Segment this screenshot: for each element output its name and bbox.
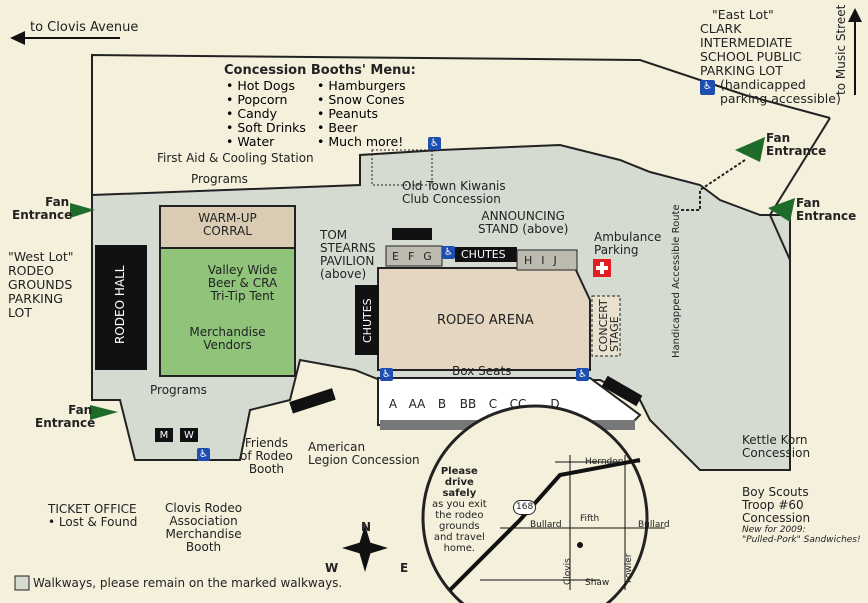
chutes-label-top: CHUTES xyxy=(461,248,506,261)
seat-section: BB xyxy=(459,396,477,411)
menu-col-2: • Hamburgers • Snow Cones • Peanuts • Be… xyxy=(317,79,406,149)
seat-section: CC xyxy=(509,396,527,411)
menu-title: Concession Booths' Menu: xyxy=(224,63,416,78)
fan-entrance-arrow-icon-west xyxy=(70,203,95,218)
fan-entrance-arrow-icon-sw xyxy=(90,405,118,420)
east-path xyxy=(680,159,746,211)
menu-item: • Popcorn xyxy=(226,92,288,107)
seat-section: A xyxy=(388,396,398,411)
seat-section: B xyxy=(437,396,447,411)
gates-left-label: EFG xyxy=(392,250,441,263)
menu-item: • Candy xyxy=(226,106,278,121)
menu-item: • Hamburgers xyxy=(317,78,406,93)
seat-section: D xyxy=(550,396,560,411)
handicap-icon: ♿ xyxy=(380,368,393,381)
handicap-icon: ♿ xyxy=(428,137,441,150)
menu-item: • Beer xyxy=(317,120,358,135)
programs-label-north: Programs xyxy=(191,172,248,186)
legend-swatch xyxy=(14,575,30,591)
fan-entrance-arrow-icon-e xyxy=(768,198,795,222)
fence-east xyxy=(768,117,831,261)
bleachers-top xyxy=(371,149,433,186)
inset-fifth: Fifth xyxy=(580,514,600,524)
concert-stage-box xyxy=(591,295,621,357)
inset-shaw: Shaw xyxy=(585,578,610,588)
inset-marker xyxy=(577,542,583,548)
handicap-icon: ♿ xyxy=(700,80,715,95)
programs-label-south: Programs xyxy=(150,383,207,397)
rodeo-hall-label: RODEO HALL xyxy=(113,265,127,344)
arena-label: RODEO ARENA xyxy=(437,313,534,328)
west-road-label: to Clovis Avenue xyxy=(30,20,139,35)
inset-road-168 xyxy=(448,458,641,592)
menu-item: • Water xyxy=(226,134,275,149)
handicap-icon: ♿ xyxy=(197,448,210,461)
restroom-icon: W xyxy=(180,428,198,442)
east-lot-label: "East Lot" CLARK INTERMEDIATE SCHOOL PUB… xyxy=(700,7,841,106)
inset-bullard-e: Bullard xyxy=(638,520,670,530)
seat-section: C xyxy=(488,396,498,411)
menu-col-1: • Hot Dogs • Popcorn • Candy • Soft Drin… xyxy=(226,79,306,149)
inset-herndon: Herndon xyxy=(585,457,624,467)
legion-stand xyxy=(289,388,336,414)
inset-bullard-w: Bullard xyxy=(530,520,562,530)
menu-item: • Peanuts xyxy=(317,106,379,121)
west-lot-label: "West Lot" RODEO GROUNDS PARKING LOT xyxy=(8,249,74,320)
arrow-up-icon xyxy=(848,8,862,22)
gates-right-block xyxy=(516,249,578,271)
menu-item: • Soft Drinks xyxy=(226,120,306,135)
menu-item: • Hot Dogs xyxy=(226,78,296,93)
gates-right-label: HIJ xyxy=(524,254,566,267)
chutes-label-left: CHUTES xyxy=(361,298,374,343)
kettle-stand xyxy=(601,375,643,407)
arrow-left-icon xyxy=(10,31,25,45)
handicap-icon: ♿ xyxy=(442,246,455,259)
seat-section: AA xyxy=(408,396,426,411)
kiwanis-stand xyxy=(392,228,432,240)
compass-w: W xyxy=(325,561,339,575)
handicap-icon: ♿ xyxy=(576,368,589,381)
ticket-office-label: TICKET OFFICE• Lost & Found xyxy=(48,502,138,529)
fan-entrance-arrow-icon-ne xyxy=(735,137,765,162)
rodeo-hall-block xyxy=(95,245,147,370)
compass-e: E xyxy=(400,561,409,575)
compass-icon xyxy=(342,525,388,572)
menu-item: • Much more! xyxy=(317,134,404,149)
menu-item: • Snow Cones xyxy=(317,92,405,107)
restroom-icon: M xyxy=(155,428,173,442)
top-chutes-block xyxy=(455,247,517,262)
box-seats-label: Box Seats xyxy=(452,364,512,378)
fence-north xyxy=(91,53,831,195)
warmup-corral-area xyxy=(159,205,296,249)
merchandise-area xyxy=(159,247,296,377)
left-chutes-block xyxy=(355,285,379,355)
legend-text: Walkways, please remain on the marked wa… xyxy=(33,576,343,590)
inset-route-168: 168 xyxy=(513,500,537,515)
compass-n: N xyxy=(361,520,372,534)
first-aid-label: First Aid & Cooling Station xyxy=(157,151,314,165)
inset-clovis: Clovis xyxy=(563,558,573,585)
accessible-route-label: Handicapped Accessible Route xyxy=(671,204,682,358)
inset-fowler: Fowler xyxy=(624,553,634,583)
